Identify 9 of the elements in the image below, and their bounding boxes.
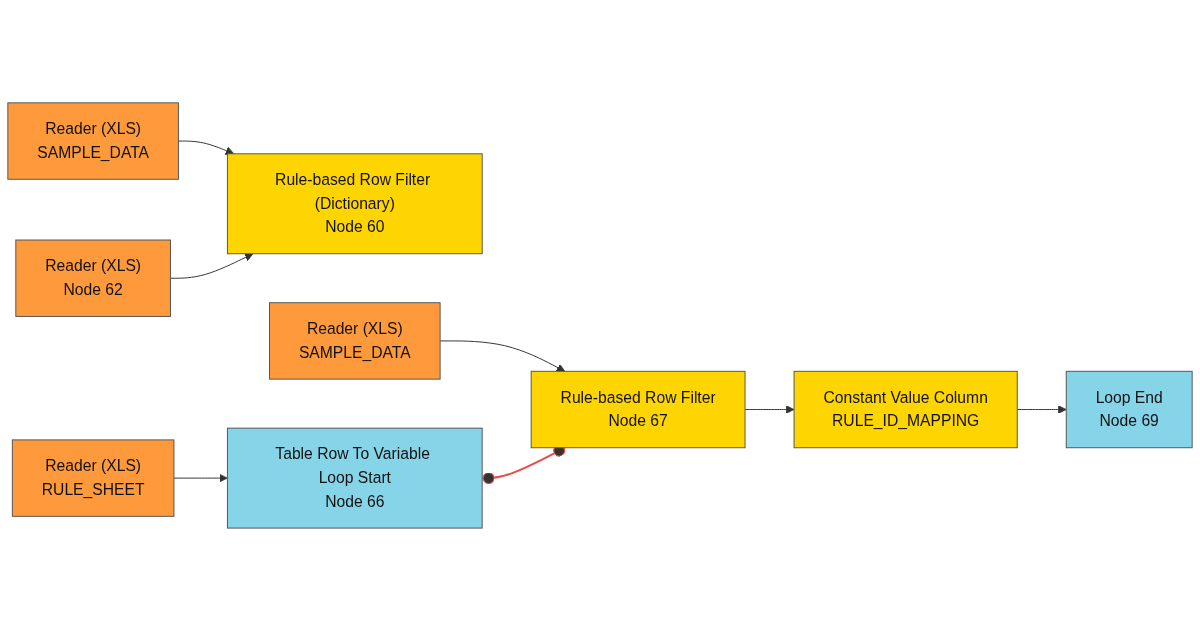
- node-box: Rule-based Row Filter (Dictionary) Node 60: [226, 152, 483, 254]
- node-box: Reader (XLS) SAMPLE_DATA: [269, 301, 441, 380]
- node-box: Reader (XLS) RULE_SHEET: [11, 438, 175, 517]
- node-box: Reader (XLS) SAMPLE_DATA: [7, 101, 179, 180]
- node-box: Table Row To Variable Loop Start Node 66: [226, 427, 483, 529]
- node-box: Reader (XLS) Node 62: [15, 239, 171, 317]
- node-box: Constant Value Column RULE_ID_MAPPING: [793, 370, 1018, 448]
- node-box: Rule-based Row Filter Node 67: [530, 370, 746, 448]
- node-box: Loop End Node 69: [1065, 370, 1193, 448]
